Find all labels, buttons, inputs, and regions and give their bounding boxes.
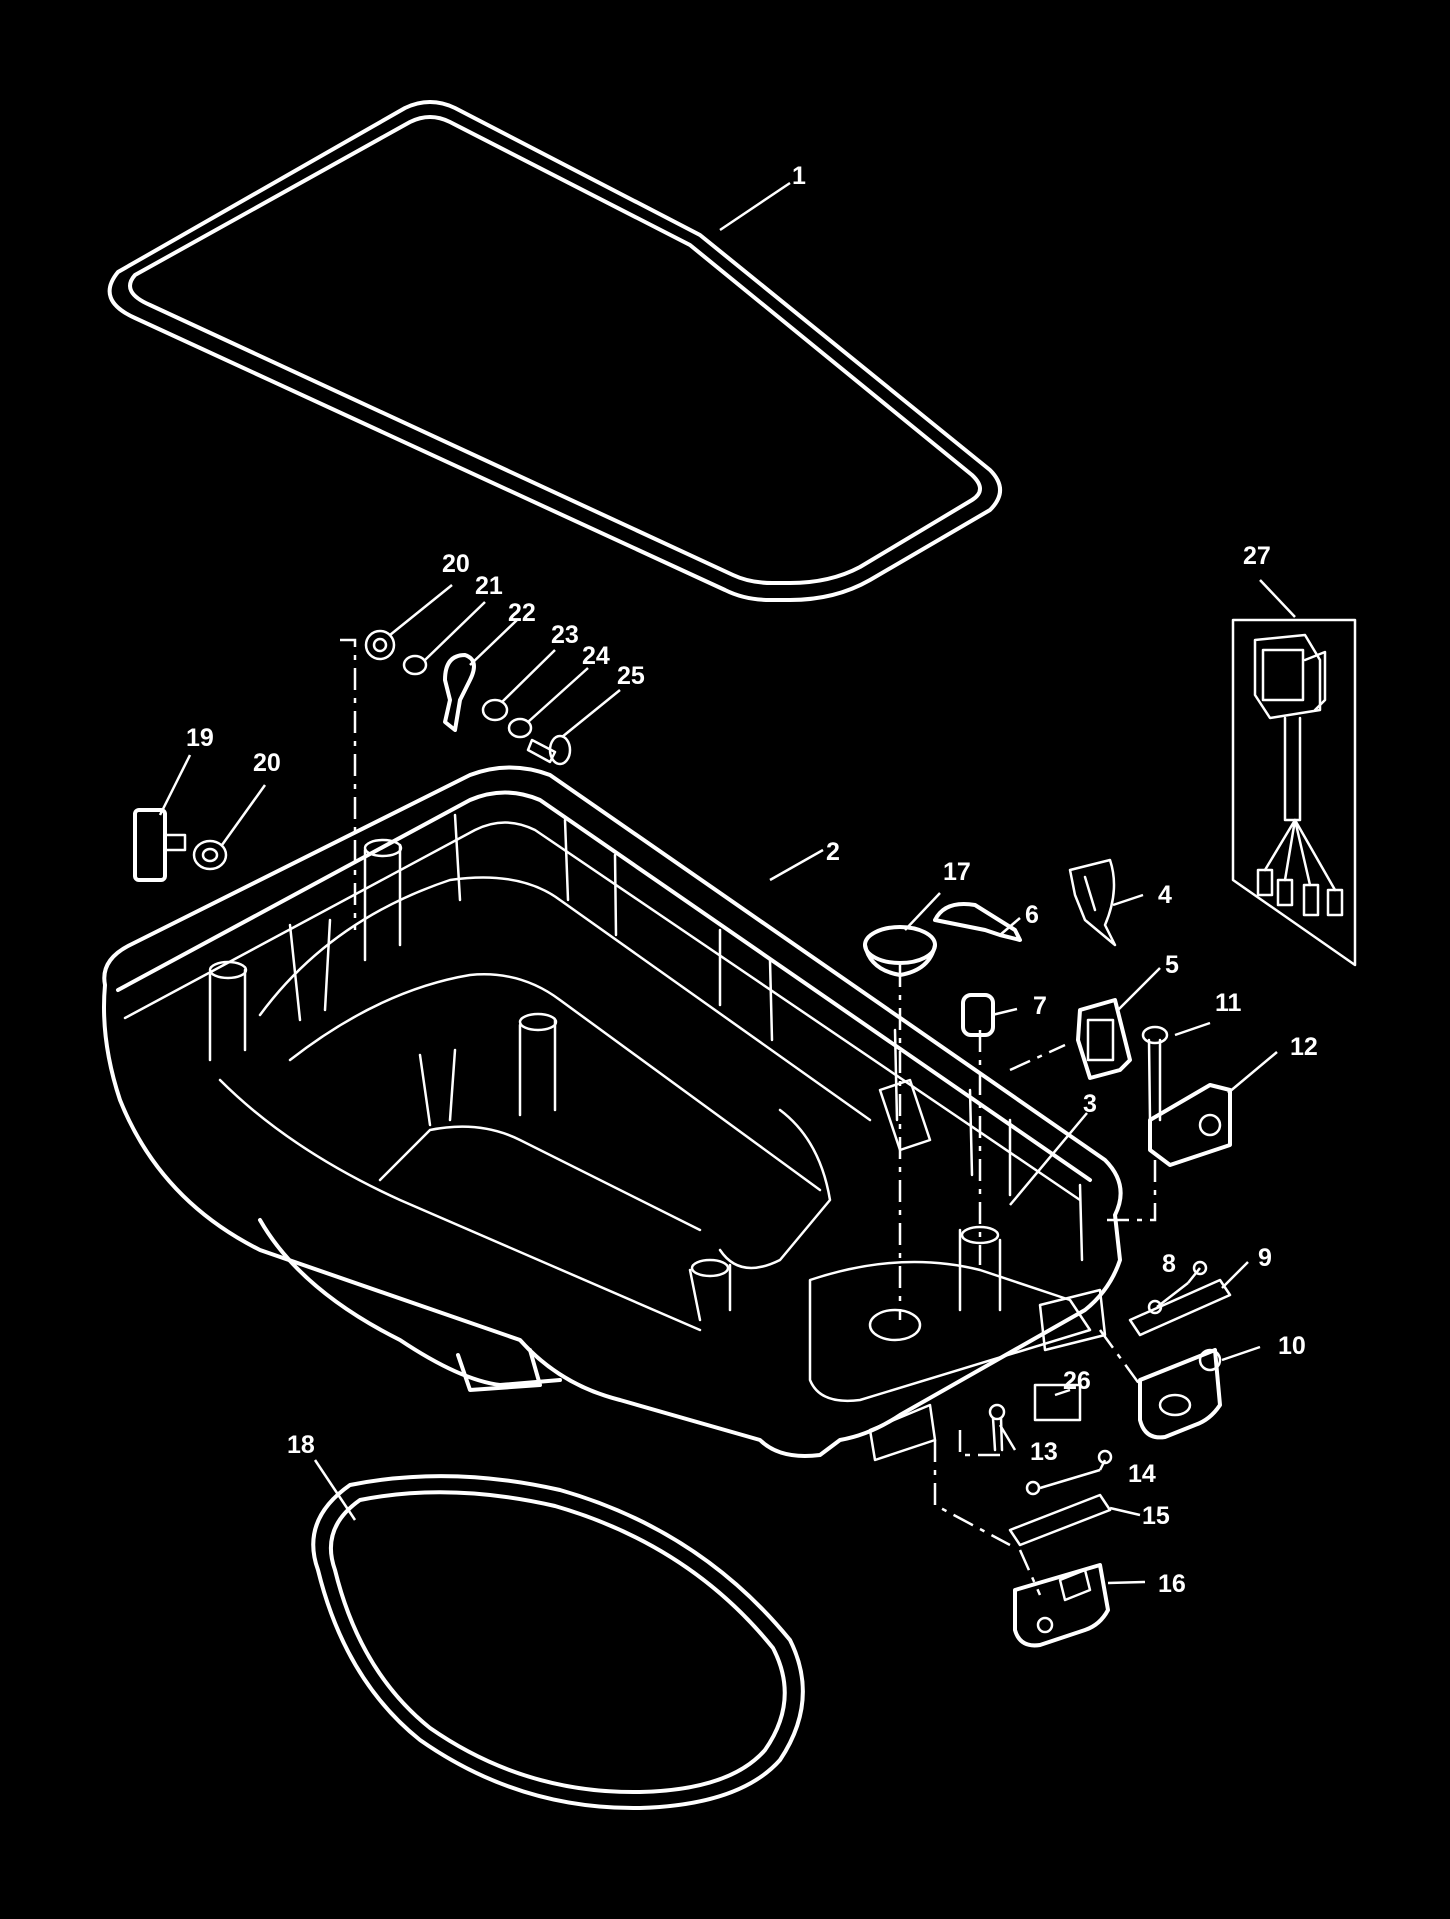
callout-3: 3 (1083, 1090, 1097, 1118)
callout-4: 4 (1158, 881, 1172, 909)
callout-27: 27 (1243, 542, 1271, 570)
callout-1: 1 (792, 162, 806, 190)
callout-14: 14 (1128, 1460, 1156, 1488)
latch-hardware (364, 629, 572, 766)
callout-6: 6 (1025, 901, 1039, 929)
callout-7: 7 (1033, 992, 1047, 1020)
aft-plate-set-upper (1128, 1260, 1232, 1440)
aft-plate-set-lower (988, 1383, 1113, 1648)
callout-18: 18 (287, 1431, 315, 1459)
callout-20a: 20 (442, 550, 470, 578)
callout-12: 12 (1290, 1033, 1318, 1061)
latch-lever (133, 808, 228, 882)
callout-25: 25 (617, 662, 645, 690)
callout-10: 10 (1278, 1332, 1306, 1360)
callout-23: 23 (551, 621, 579, 649)
callout-15: 15 (1142, 1502, 1170, 1530)
callout-11: 11 (1215, 989, 1242, 1017)
leader-lines (158, 181, 1296, 1585)
bolt-and-bracket (1141, 1025, 1232, 1167)
lower-seal (311, 1474, 805, 1811)
kill-switch-assembly (1231, 618, 1357, 967)
lower-cowl (102, 765, 1123, 1462)
callout-21: 21 (475, 572, 503, 600)
callout-19: 19 (186, 724, 214, 752)
callout-24: 24 (582, 642, 610, 670)
callouts: 1 2 3 4 5 6 7 8 9 10 11 12 13 14 15 16 1… (186, 162, 1318, 1598)
callout-8: 8 (1162, 1250, 1176, 1278)
callout-16: 16 (1158, 1570, 1186, 1598)
callout-17: 17 (943, 858, 971, 886)
callout-5: 5 (1165, 951, 1179, 979)
callout-2: 2 (826, 838, 840, 866)
callout-26: 26 (1063, 1367, 1091, 1395)
callout-20b: 20 (253, 749, 281, 777)
callout-13: 13 (1030, 1438, 1058, 1466)
callout-9: 9 (1258, 1244, 1272, 1272)
assembly-lines (340, 638, 1157, 1596)
callout-22: 22 (508, 599, 536, 627)
upper-right-parts (863, 858, 1132, 1080)
top-cowl-seal (107, 100, 1002, 602)
